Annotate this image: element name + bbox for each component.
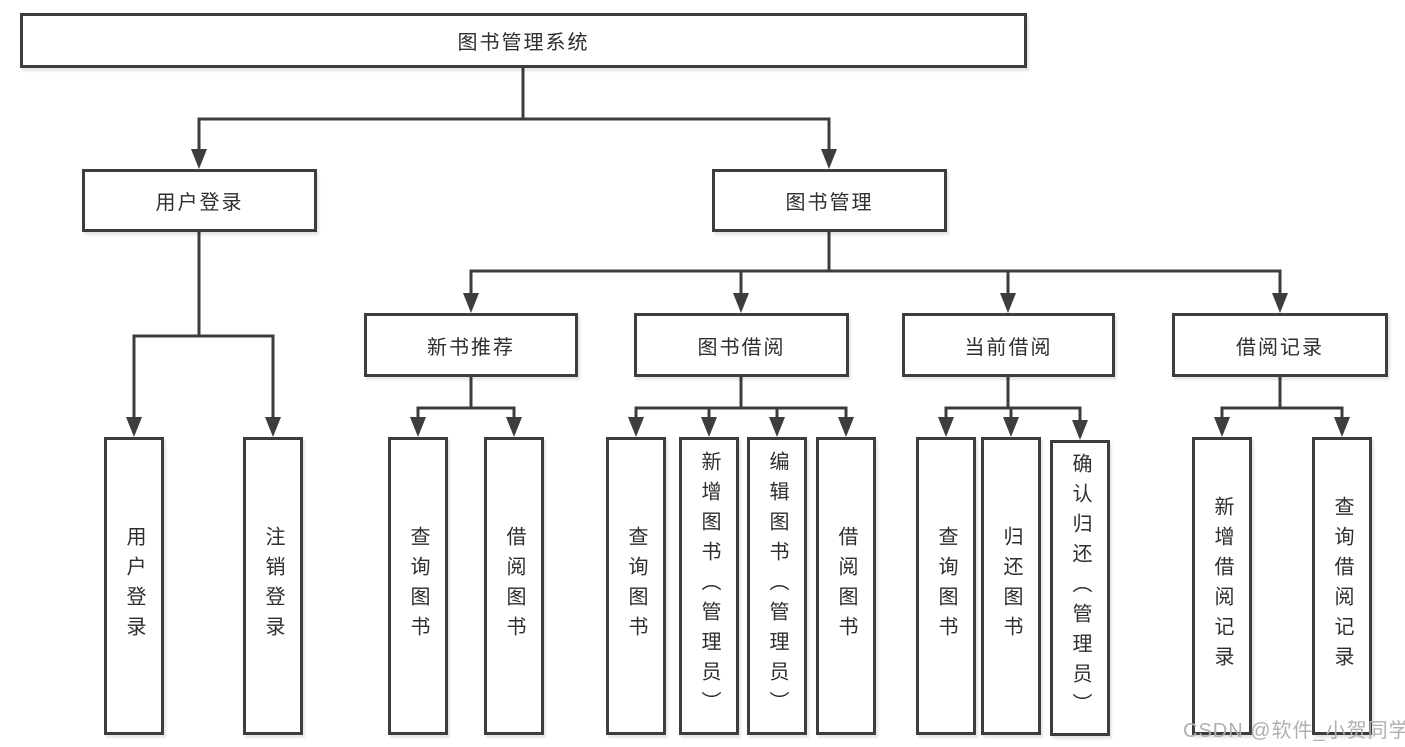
arrowhead-down-icon bbox=[1214, 417, 1230, 437]
leaf-add-borrow-record: 新增借阅记录 bbox=[1192, 437, 1252, 735]
node-library-system: 图书管理系统 bbox=[20, 13, 1027, 68]
leaf-return-book: 归还图书 bbox=[981, 437, 1041, 735]
node-user-login: 用户登录 bbox=[82, 169, 317, 232]
node-current-borrowing: 当前借阅 bbox=[902, 313, 1115, 377]
arrowhead-down-icon bbox=[506, 417, 522, 437]
arrowhead-down-icon bbox=[1072, 420, 1088, 440]
node-book-borrowing: 图书借阅 bbox=[634, 313, 849, 377]
arrowhead-down-icon bbox=[191, 149, 207, 169]
arrowhead-down-icon bbox=[1003, 417, 1019, 437]
arrowhead-down-icon bbox=[938, 417, 954, 437]
leaf-confirm-return-admin: 确认归还（管理员） bbox=[1050, 440, 1110, 736]
leaf-edit-book-admin: 编辑图书（管理员） bbox=[747, 437, 807, 735]
arrowhead-down-icon bbox=[821, 149, 837, 169]
node-new-book-recommend: 新书推荐 bbox=[364, 313, 578, 377]
leaf-user-login: 用户登录 bbox=[104, 437, 164, 735]
arrowhead-down-icon bbox=[1000, 293, 1016, 313]
node-book-management: 图书管理 bbox=[712, 169, 947, 232]
arrowhead-down-icon bbox=[769, 417, 785, 437]
node-borrowing-records: 借阅记录 bbox=[1172, 313, 1388, 377]
arrowhead-down-icon bbox=[838, 417, 854, 437]
leaf-add-book-admin: 新增图书（管理员） bbox=[679, 437, 739, 735]
arrowhead-down-icon bbox=[126, 417, 142, 437]
leaf-query-book-2: 查询图书 bbox=[606, 437, 666, 735]
arrowhead-down-icon bbox=[265, 417, 281, 437]
arrowhead-down-icon bbox=[1334, 417, 1350, 437]
leaf-query-book-1: 查询图书 bbox=[388, 437, 448, 735]
leaf-borrow-book-2: 借阅图书 bbox=[816, 437, 876, 735]
leaf-query-borrow-record: 查询借阅记录 bbox=[1312, 437, 1372, 735]
arrowhead-down-icon bbox=[463, 293, 479, 313]
leaf-query-book-3: 查询图书 bbox=[916, 437, 976, 735]
leaf-logout: 注销登录 bbox=[243, 437, 303, 735]
arrowhead-down-icon bbox=[1272, 293, 1288, 313]
arrowhead-down-icon bbox=[701, 417, 717, 437]
arrowhead-down-icon bbox=[410, 417, 426, 437]
watermark: CSDN @软件_小贺同学 bbox=[1183, 720, 1405, 742]
arrowhead-down-icon bbox=[628, 417, 644, 437]
leaf-borrow-book-1: 借阅图书 bbox=[484, 437, 544, 735]
arrowhead-down-icon bbox=[733, 293, 749, 313]
